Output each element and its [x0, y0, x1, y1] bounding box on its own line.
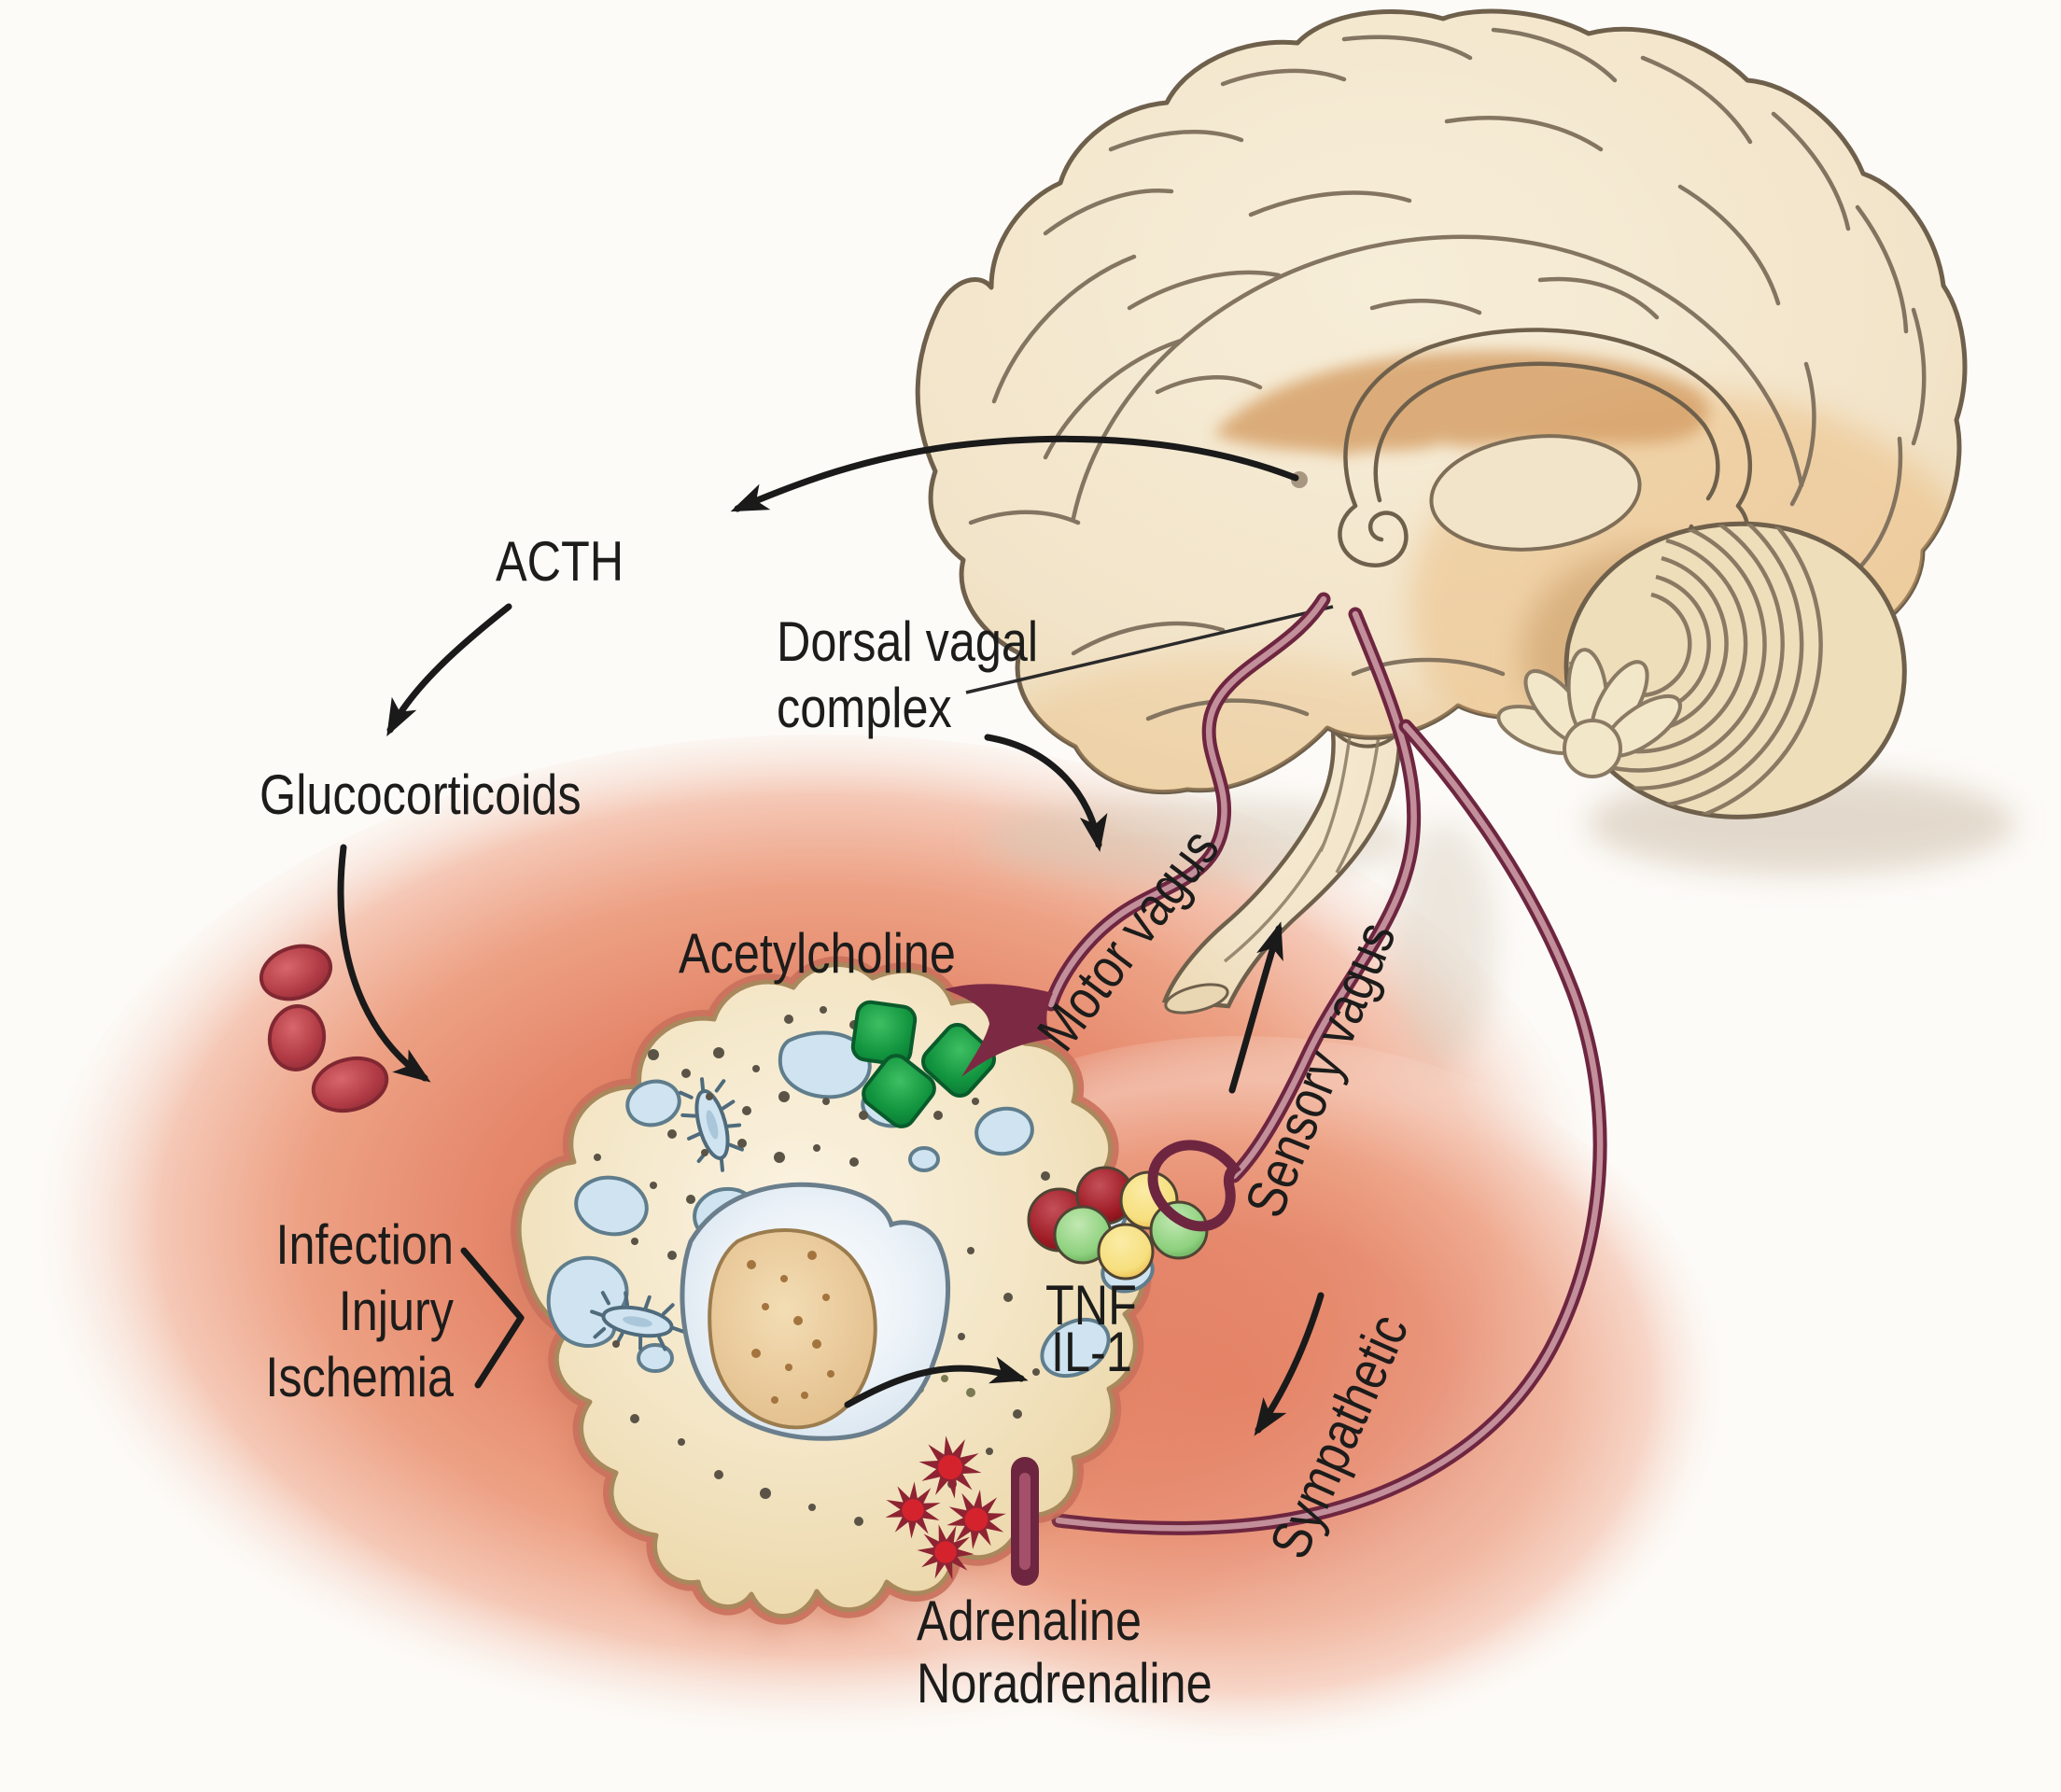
- arrow-brain-to-acth: [730, 435, 1299, 512]
- spinal-cord-end: [1164, 983, 1229, 1015]
- nucleolus-speckles: [747, 1251, 834, 1404]
- label-acth: ACTH: [496, 530, 624, 593]
- arrow-sympathetic-direction: [1254, 1292, 1325, 1436]
- lateral-ventricle: [1213, 351, 1709, 455]
- label-noradrenaline: Noradrenaline: [917, 1652, 1213, 1715]
- label-dorsal-vagal-line2: complex: [777, 677, 952, 739]
- thalamus: [1429, 434, 1642, 552]
- label-adrenaline: Adrenaline: [917, 1589, 1142, 1652]
- arrow-cell-to-cytokines: [844, 1356, 1029, 1408]
- label-acetylcholine: Acetylcholine: [679, 922, 956, 985]
- motor-vagus-terminal: [945, 984, 1053, 1077]
- sympathetic-nerve: [1051, 719, 1607, 1535]
- red-blood-cells: [259, 944, 389, 1113]
- cytokine-molecules: [1027, 1166, 1209, 1281]
- arrow-motor-vagus-direction: [984, 734, 1108, 852]
- label-ischemia: Ischemia: [265, 1346, 454, 1408]
- sensory-vagus-nerve: [1227, 607, 1422, 1183]
- cerebellum-striations: [1566, 524, 1823, 818]
- label-infection: Infection: [275, 1213, 454, 1276]
- cerebellum: [1496, 521, 1907, 819]
- motor-vagus-nerve: [1044, 592, 1331, 1012]
- label-dorsal-vagal-complex: Dorsal vagal complex: [777, 609, 1038, 741]
- arrow-sensory-vagus-direction: [1228, 921, 1283, 1094]
- arrow-glucocorticoids-to-cell: [337, 844, 431, 1083]
- macrophage-cell: [508, 956, 1155, 1631]
- label-il1: IL-1: [1051, 1321, 1132, 1383]
- sensory-vagus-terminal: [1147, 1140, 1241, 1232]
- dorsal-vagal-pointer-line: [965, 605, 1334, 694]
- label-tnf: TNF: [1045, 1274, 1137, 1337]
- label-dorsal-vagal-line1: Dorsal vagal: [777, 610, 1039, 673]
- cell-nucleus: [680, 1182, 951, 1441]
- nucleolus: [708, 1228, 877, 1430]
- label-injury: Injury: [338, 1280, 454, 1342]
- label-glucocorticoids: Glucocorticoids: [259, 763, 582, 826]
- cerebellum-fan-lobe: [1496, 648, 1682, 778]
- brain-illustration: [915, 8, 2016, 1064]
- arrow-acth-to-glucocorticoids: [386, 603, 512, 737]
- label-infection-group: Infection Injury Ischemia: [211, 1211, 454, 1410]
- bracket-infection-group: [460, 1247, 525, 1389]
